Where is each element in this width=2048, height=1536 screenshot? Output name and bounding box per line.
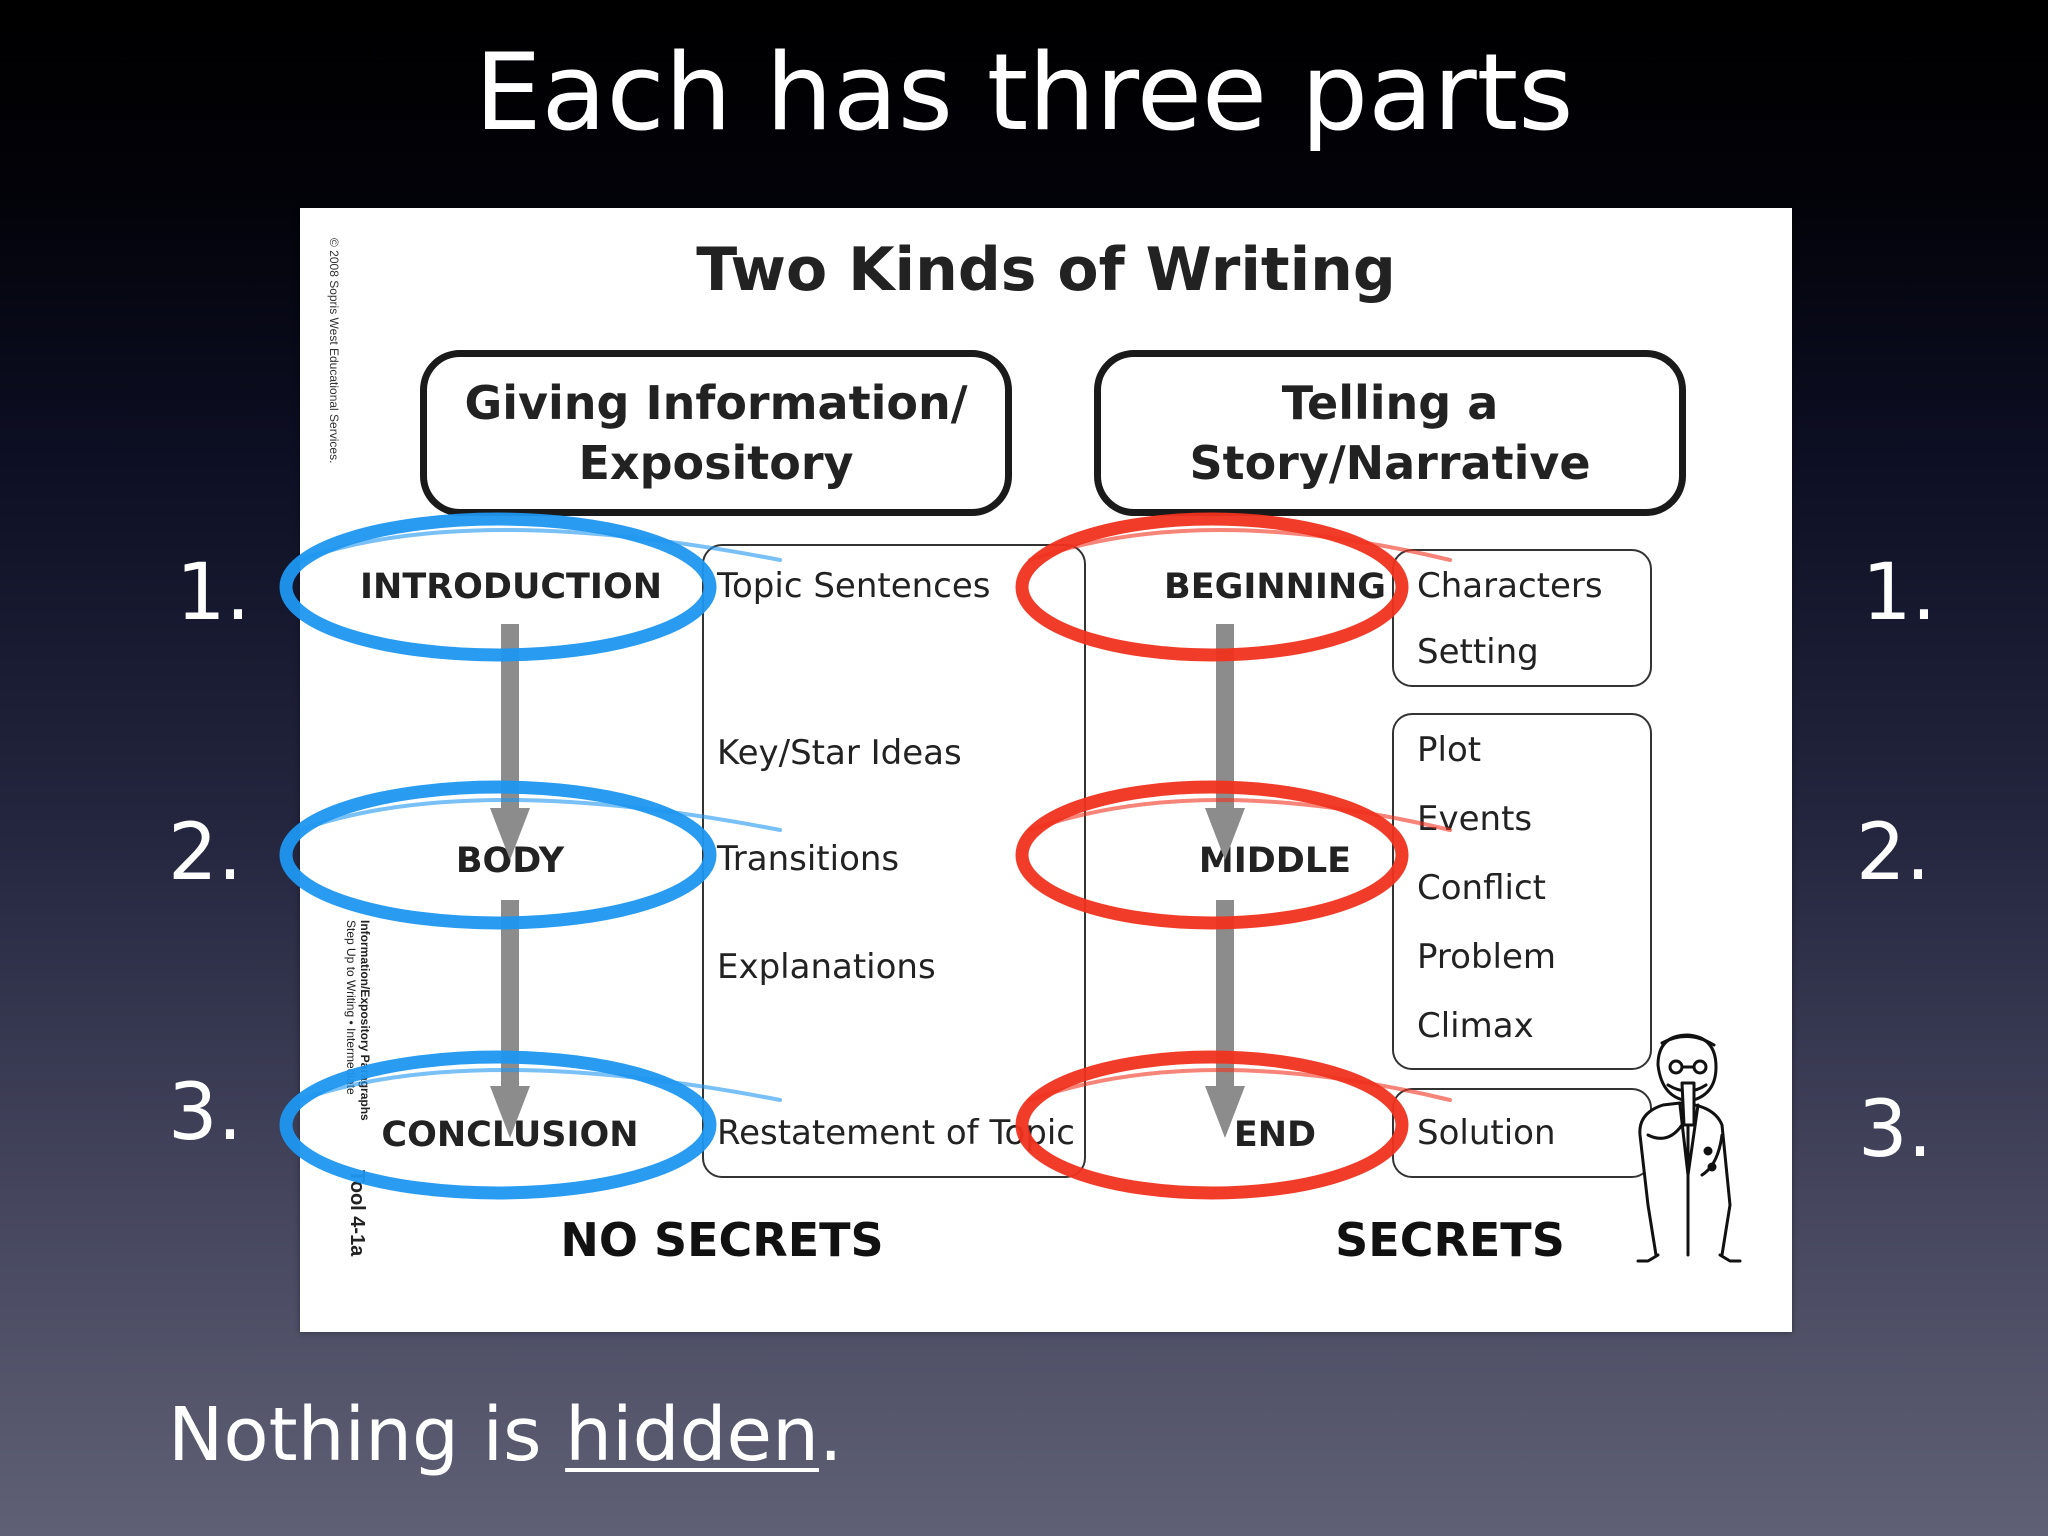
item-characters: Characters <box>1417 566 1603 606</box>
card-title: Two Kinds of Writing <box>696 235 1396 305</box>
item-setting: Setting <box>1417 632 1539 672</box>
item-problem: Problem <box>1417 937 1557 977</box>
down-arrow-icon <box>490 1086 530 1138</box>
number-left-2: 2. <box>168 808 243 898</box>
footer-no-secrets: NO SECRETS <box>560 1213 884 1267</box>
narrative-header: Telling a Story/Narrative <box>1094 350 1686 516</box>
item-restatement-of-topic: Restatement of Topic <box>717 1113 1075 1153</box>
down-arrow-icon <box>1205 808 1245 860</box>
stage-beginning: BEGINNING <box>1164 567 1386 607</box>
expository-arrow-1-shaft <box>501 624 519 809</box>
caption-suffix: . <box>818 1392 843 1478</box>
expository-header-line-2: Expository <box>578 436 854 490</box>
footer-secrets: SECRETS <box>1335 1213 1565 1267</box>
item-solution: Solution <box>1417 1113 1556 1153</box>
slide-caption: Nothing is hidden. <box>168 1390 843 1480</box>
item-topic-sentences: Topic Sentences <box>717 566 991 606</box>
narrative-arrow-1-shaft <box>1216 624 1234 809</box>
stage-middle: MIDDLE <box>1198 841 1352 881</box>
expository-header-line-1: Giving Information/ <box>464 376 968 430</box>
stage-end: END <box>1233 1115 1317 1155</box>
number-right-2: 2. <box>1856 808 1931 898</box>
number-left-3: 3. <box>168 1068 243 1158</box>
expository-arrow-2-shaft <box>501 900 519 1088</box>
item-transitions: Transitions <box>717 839 900 879</box>
caption-prefix: Nothing is <box>168 1392 566 1478</box>
stage-introduction: INTRODUCTION <box>360 567 662 607</box>
item-conflict: Conflict <box>1417 868 1546 908</box>
item-key-star-ideas: Key/Star Ideas <box>717 733 962 773</box>
item-plot: Plot <box>1417 730 1482 770</box>
narrative-arrow-2-shaft <box>1216 900 1234 1088</box>
number-right-3: 3. <box>1858 1085 1933 1175</box>
narrative-header-line-2: Story/Narrative <box>1189 436 1591 490</box>
tool-label: Tool 4-1a <box>346 1170 368 1257</box>
slide-title: Each has three parts <box>474 31 1574 154</box>
item-events: Events <box>1417 799 1533 839</box>
narrative-header-line-1: Telling a <box>1281 376 1499 430</box>
down-arrow-icon <box>490 808 530 860</box>
number-left-1: 1. <box>176 548 251 638</box>
copyright-text: © 2008 Sopris West Educational Services. <box>327 238 341 464</box>
number-right-1: 1. <box>1862 548 1937 638</box>
shushing-man-illustration <box>1636 1033 1742 1263</box>
worksheet-card: Two Kinds of Writing © 2008 Sopris West … <box>300 208 1792 1332</box>
expository-header: Giving Information/ Expository <box>420 350 1012 516</box>
caption-emphasis: hidden <box>565 1392 819 1478</box>
item-climax: Climax <box>1417 1006 1534 1046</box>
item-explanations: Explanations <box>717 947 936 987</box>
down-arrow-icon <box>1205 1086 1245 1138</box>
side-note-line-2: Step Up to Writing • Intermediate <box>344 920 358 1095</box>
